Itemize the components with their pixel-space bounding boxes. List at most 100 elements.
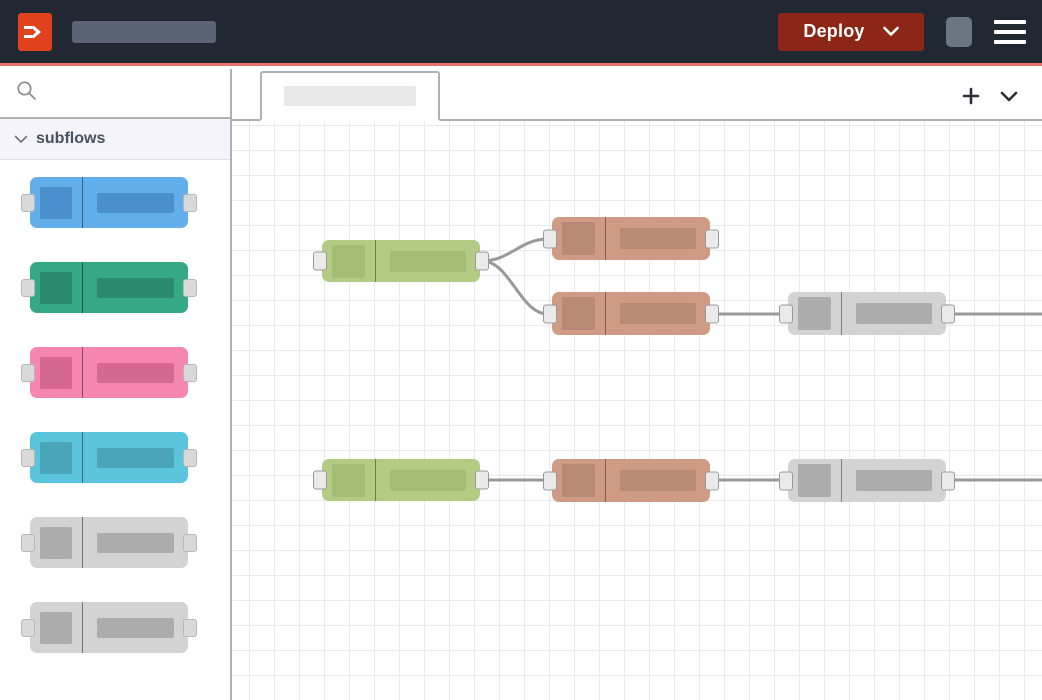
chevron-down-icon[interactable] (998, 85, 1020, 107)
palette-node-label (97, 362, 174, 383)
flow-node-output-port[interactable] (475, 251, 489, 271)
palette-node-divider (82, 432, 83, 483)
palette-node-divider (82, 262, 83, 313)
flow-node-input-port[interactable] (543, 229, 557, 248)
wire-green1-salmon1[interactable] (481, 237, 549, 263)
menu-bar-2 (994, 29, 1026, 34)
hamburger-menu-icon[interactable] (994, 17, 1026, 47)
palette-node-row (0, 585, 230, 670)
palette-node-output-port[interactable] (183, 533, 197, 552)
flow-node-input-port[interactable] (543, 304, 557, 323)
flow-node-salmon-1[interactable] (543, 217, 719, 260)
flow-node-divider (605, 459, 606, 502)
tab-bar-actions (960, 85, 1020, 107)
deploy-button[interactable]: Deploy (778, 12, 924, 51)
palette-category-label: subflows (36, 130, 106, 147)
flow-tab-1-label (284, 86, 416, 106)
palette-node-6[interactable] (21, 602, 197, 653)
palette-node-output-port[interactable] (183, 193, 197, 212)
flow-node-type-icon (562, 297, 595, 330)
node-red-logo-icon (18, 12, 52, 51)
user-icon[interactable] (946, 16, 972, 47)
flow-node-input-port[interactable] (313, 251, 327, 271)
palette-node-row (0, 245, 230, 330)
flow-node-gray-2[interactable] (779, 459, 955, 502)
search-input[interactable] (0, 69, 230, 119)
palette-node-input-port[interactable] (21, 618, 35, 637)
palette-node-4[interactable] (21, 432, 197, 483)
flow-node-type-icon (798, 464, 831, 497)
palette-node-label (97, 192, 174, 213)
flow-tab-bar (232, 69, 1042, 121)
palette-node-output-port[interactable] (183, 363, 197, 382)
flow-node-label (390, 469, 466, 491)
flow-node-output-port[interactable] (705, 304, 719, 323)
palette-category-subflows[interactable]: subflows (0, 119, 230, 160)
flow-node-type-icon (332, 463, 365, 497)
chevron-down-icon[interactable] (12, 135, 30, 144)
flow-node-divider (375, 459, 376, 501)
flow-node-salmon-2[interactable] (543, 292, 719, 335)
palette-node-2[interactable] (21, 262, 197, 313)
palette-node-type-icon (40, 611, 72, 644)
palette-node-input-port[interactable] (21, 533, 35, 552)
palette-node-row (0, 160, 230, 245)
palette-node-5[interactable] (21, 517, 197, 568)
flow-node-divider (841, 292, 842, 335)
palette-node-input-port[interactable] (21, 363, 35, 382)
header-actions: Deploy (778, 12, 1026, 51)
flow-node-label (856, 470, 932, 491)
chevron-down-icon[interactable] (882, 26, 899, 37)
plus-icon[interactable] (960, 85, 982, 107)
flow-node-divider (375, 240, 376, 282)
flow-canvas[interactable] (232, 121, 1042, 700)
palette-node-input-port[interactable] (21, 278, 35, 297)
palette-node-divider (82, 347, 83, 398)
palette-node-output-port[interactable] (183, 618, 197, 637)
palette-node-label (97, 532, 174, 553)
flow-node-input-port[interactable] (543, 471, 557, 490)
flow-node-input-port[interactable] (779, 471, 793, 490)
flow-node-salmon-3[interactable] (543, 459, 719, 502)
app-header: Deploy (0, 0, 1042, 66)
flow-node-type-icon (798, 297, 831, 330)
flow-node-type-icon (562, 464, 595, 497)
flow-node-label (390, 250, 466, 272)
flow-node-input-port[interactable] (313, 470, 327, 490)
flow-node-divider (605, 217, 606, 260)
flow-node-gray-1[interactable] (779, 292, 955, 335)
flow-tab-1[interactable] (260, 71, 440, 121)
flow-node-green-2[interactable] (313, 459, 489, 501)
palette-node-output-port[interactable] (183, 278, 197, 297)
flow-node-label (620, 303, 696, 324)
palette-node-output-port[interactable] (183, 448, 197, 467)
deploy-button-label: Deploy (803, 21, 865, 41)
palette-node-label (97, 277, 174, 298)
flow-node-output-port[interactable] (705, 471, 719, 490)
palette-node-label (97, 447, 174, 468)
palette-node-1[interactable] (21, 177, 197, 228)
palette-node-type-icon (40, 441, 72, 474)
palette-node-type-icon (40, 526, 72, 559)
flow-node-label (856, 303, 932, 324)
palette-node-type-icon (40, 271, 72, 304)
flow-node-input-port[interactable] (779, 304, 793, 323)
flow-node-green-1[interactable] (313, 240, 489, 282)
wire-green1-salmon2[interactable] (481, 259, 549, 316)
palette-node-divider (82, 177, 83, 228)
palette-node-type-icon (40, 356, 72, 389)
flow-node-divider (605, 292, 606, 335)
palette-node-3[interactable] (21, 347, 197, 398)
flow-node-output-port[interactable] (475, 470, 489, 490)
palette-node-input-port[interactable] (21, 193, 35, 212)
logo-wrapper (18, 12, 52, 51)
flow-node-type-icon (562, 222, 595, 255)
flow-node-divider (841, 459, 842, 502)
flow-node-output-port[interactable] (941, 304, 955, 323)
palette-node-input-port[interactable] (21, 448, 35, 467)
flow-node-output-port[interactable] (705, 229, 719, 248)
flow-node-output-port[interactable] (941, 471, 955, 490)
palette-sidebar: subflows (0, 69, 232, 700)
palette-node-label (97, 617, 174, 638)
